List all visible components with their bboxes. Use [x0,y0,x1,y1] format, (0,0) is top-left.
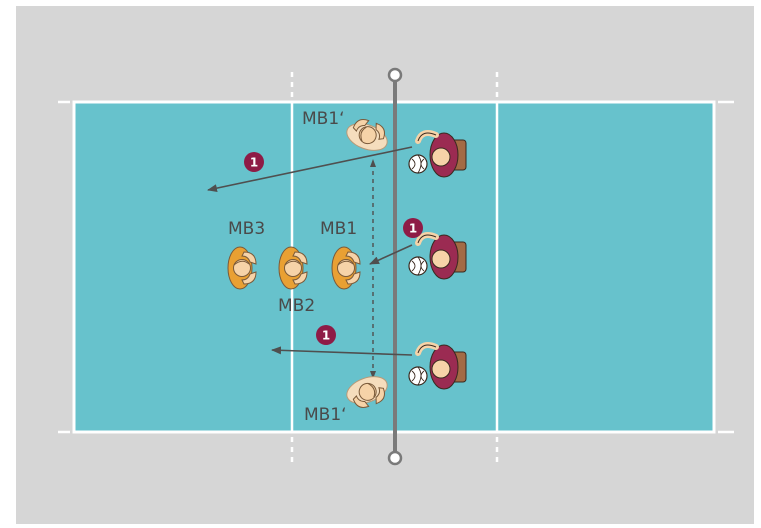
volleyball-attacker-icon [409,235,466,279]
label-mb1: MB1 [320,219,357,239]
volleyball-attacker-icon [409,133,466,177]
volleyball-attacker-icon [409,345,466,389]
step-badge: 1 [403,218,423,238]
label-mb2: MB2 [278,296,315,316]
label-mb1-ghost-bottom: MB1‘ [304,405,347,425]
step-badge: 1 [244,152,264,172]
label-mb1-ghost-top: MB1‘ [302,109,345,129]
svg-text:1: 1 [409,222,417,236]
label-mb3: MB3 [228,219,265,239]
svg-text:1: 1 [322,329,330,343]
svg-text:1: 1 [250,156,258,170]
net-post-icon [389,69,401,81]
net-post-icon [389,452,401,464]
step-badge: 1 [316,325,336,345]
